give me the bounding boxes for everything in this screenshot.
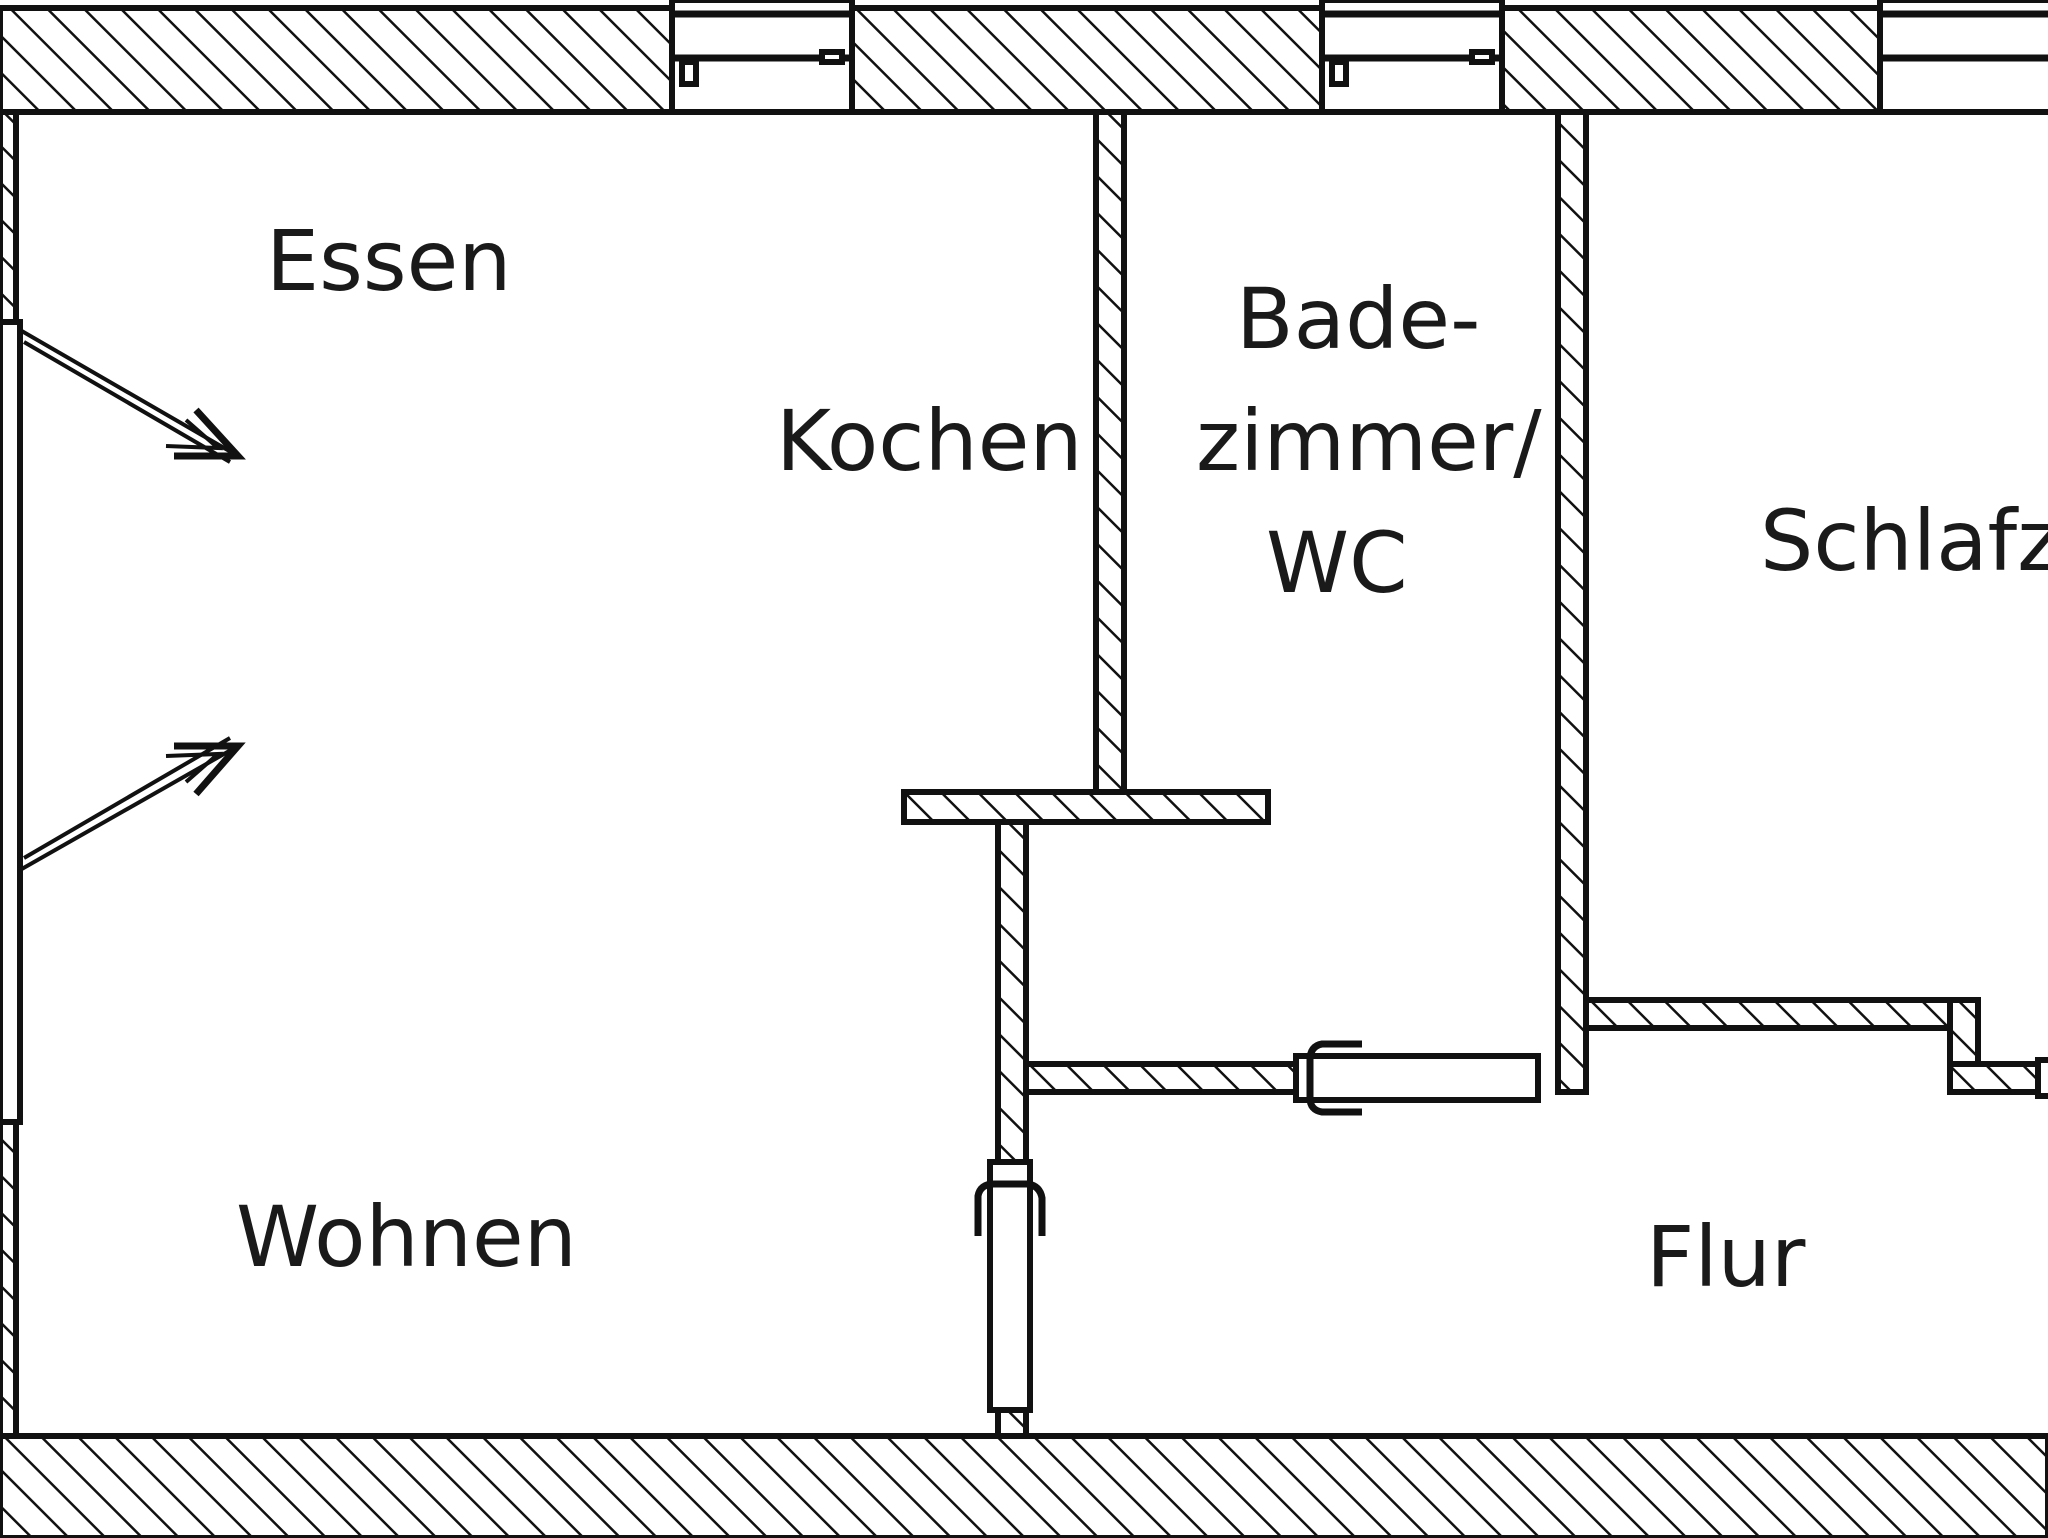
top-windows — [669, 0, 2048, 115]
wall-kitchen-bath — [1093, 109, 1127, 795]
wall-bedroom-flur — [1583, 997, 1979, 1031]
sliding-door-bath — [1293, 1040, 1541, 1116]
label-bad-1: Bade- — [1236, 270, 1480, 368]
door-arrow-lower — [19, 736, 246, 872]
label-essen: Essen — [266, 212, 512, 310]
wall-bath-bottom — [901, 789, 1271, 825]
room-labels: Essen Kochen Bade- zimmer/ WC Schlafz Wo… — [236, 212, 2048, 1306]
label-bad-3: WC — [1266, 514, 1408, 612]
door-bedroom — [2035, 1057, 2048, 1099]
doors — [974, 1040, 2048, 1413]
label-schlaf: Schlafz — [1760, 492, 2048, 590]
label-bad-2: zimmer/ — [1196, 392, 1542, 490]
balcony-doors — [0, 319, 246, 1125]
outer-walls — [0, 5, 2048, 1538]
bottom-wall — [0, 1433, 2048, 1538]
balcony-frame — [0, 319, 23, 1125]
label-wohnen: Wohnen — [236, 1188, 577, 1286]
window-essen — [669, 0, 855, 115]
door-arrow-upper — [18, 328, 246, 464]
label-flur: Flur — [1646, 1208, 1806, 1306]
wall-bath-bedroom — [1555, 109, 1589, 1095]
wall-step-bottom — [1947, 1061, 2048, 1095]
window-bad — [1319, 0, 1505, 115]
wall-bath-flur — [1023, 1061, 1299, 1095]
sliding-door-living — [974, 1159, 1046, 1413]
top-wall — [0, 5, 2048, 115]
window-schlaf — [1877, 0, 2048, 115]
label-kochen: Kochen — [776, 392, 1083, 490]
